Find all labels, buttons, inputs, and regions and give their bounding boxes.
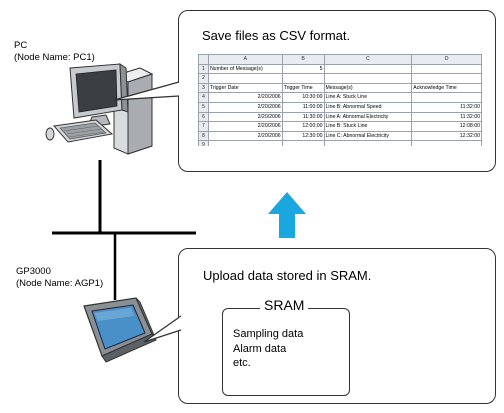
spreadsheet-cell: 2/20/2006 <box>207 101 283 113</box>
spreadsheet-cell: 11:00:00 <box>281 101 325 113</box>
pc-node-name: (Node Name: PC1) <box>14 52 95 63</box>
spreadsheet-cell: 2/20/2006 <box>207 121 283 132</box>
spreadsheet-column-header <box>198 54 209 65</box>
pc-icon <box>45 63 154 155</box>
spreadsheet-cell: 2/20/2006 <box>207 130 283 142</box>
spreadsheet-cell <box>411 63 482 75</box>
spreadsheet-row-number: 7 <box>198 121 209 132</box>
spreadsheet-cell <box>281 73 325 84</box>
spreadsheet-cell <box>207 140 283 146</box>
spreadsheet-cell: 11:30:00 <box>281 111 325 123</box>
spreadsheet-cell <box>207 73 283 84</box>
spreadsheet-cell <box>323 140 413 146</box>
spreadsheet-row-number: 5 <box>198 101 209 113</box>
sram-line-etc: etc. <box>233 357 251 369</box>
spreadsheet-cell <box>323 63 413 75</box>
spreadsheet-cell: 2/20/2006 <box>207 111 283 123</box>
spreadsheet-column-header: C <box>323 54 413 65</box>
pc-name: PC <box>14 40 28 51</box>
spreadsheet-column-header: D <box>411 54 482 65</box>
spreadsheet-row-number: 3 <box>198 82 209 94</box>
spreadsheet-cell: 11:32:00 <box>411 111 482 123</box>
spreadsheet-cell: 10:30:00 <box>281 92 325 103</box>
spreadsheet-cell: Number of Message(s) <box>207 63 283 75</box>
spreadsheet-cell: Line A: Abnormal Electricity <box>323 111 413 123</box>
spreadsheet-column-header: A <box>207 54 283 65</box>
csv-callout-pointer <box>113 81 181 101</box>
spreadsheet-cell: 12:00:00 <box>281 121 325 132</box>
spreadsheet-cell: Message(s) <box>323 82 413 94</box>
gp-label: GP3000 (Node Name: AGP1) <box>16 266 103 290</box>
spreadsheet-column-header: B <box>281 54 325 65</box>
spreadsheet-cell: 2/20/2006 <box>207 92 283 103</box>
spreadsheet-cell: Trigger Date <box>207 82 283 94</box>
sram-line-alarm: Alarm data <box>233 342 287 355</box>
spreadsheet-row-number: 2 <box>198 73 209 84</box>
spreadsheet-cell: 12:32:00 <box>411 130 482 142</box>
sram-box <box>222 308 350 396</box>
spreadsheet-cell: Line B: Abnormal Speed <box>323 101 413 113</box>
pc-label: PC (Node Name: PC1) <box>14 40 95 64</box>
spreadsheet-cell: Trigger Time <box>281 82 325 94</box>
gp-name: GP3000 <box>16 266 51 277</box>
spreadsheet-row-number: 4 <box>198 92 209 103</box>
spreadsheet-cell: Line C: Abnormal Electricity <box>323 130 413 142</box>
spreadsheet-cell: 11:32:00 <box>411 101 482 113</box>
spreadsheet-cell: 5 <box>281 63 325 75</box>
spreadsheet-row-number: 6 <box>198 111 209 123</box>
spreadsheet-cell <box>411 73 482 84</box>
spreadsheet-cell <box>411 92 482 103</box>
up-arrow-icon <box>268 192 306 238</box>
spreadsheet-row-number: 9 <box>198 140 209 146</box>
sram-line-sampling: Sampling data <box>233 328 304 340</box>
sram-contents: Sampling data Alarm data etc. <box>233 327 303 371</box>
spreadsheet-row: 2 <box>198 73 482 84</box>
spreadsheet-cell <box>281 140 325 146</box>
spreadsheet-row: 9 <box>198 140 482 146</box>
spreadsheet-cell: Line A: Stuck Line <box>323 92 413 103</box>
spreadsheet-cell: 12:30:00 <box>281 130 325 142</box>
spreadsheet-row-number: 8 <box>198 130 209 142</box>
sram-callout-pointer <box>143 315 183 343</box>
gp-node-name: (Node Name: AGP1) <box>16 278 104 289</box>
gp3000-panel-icon <box>83 297 157 363</box>
spreadsheet-row-number: 1 <box>198 63 209 75</box>
csv-heading: Save files as CSV format. <box>202 28 351 43</box>
spreadsheet-cell: 12:08:00 <box>411 121 482 132</box>
spreadsheet-cell: Acknowledge Time <box>411 82 482 94</box>
sram-title: SRAM <box>260 297 309 313</box>
spreadsheet-cell <box>323 73 413 84</box>
spreadsheet-cell: Line B: Stuck Line <box>323 121 413 132</box>
sram-heading: Upload data stored in SRAM. <box>203 268 372 283</box>
spreadsheet-cell <box>411 140 482 146</box>
